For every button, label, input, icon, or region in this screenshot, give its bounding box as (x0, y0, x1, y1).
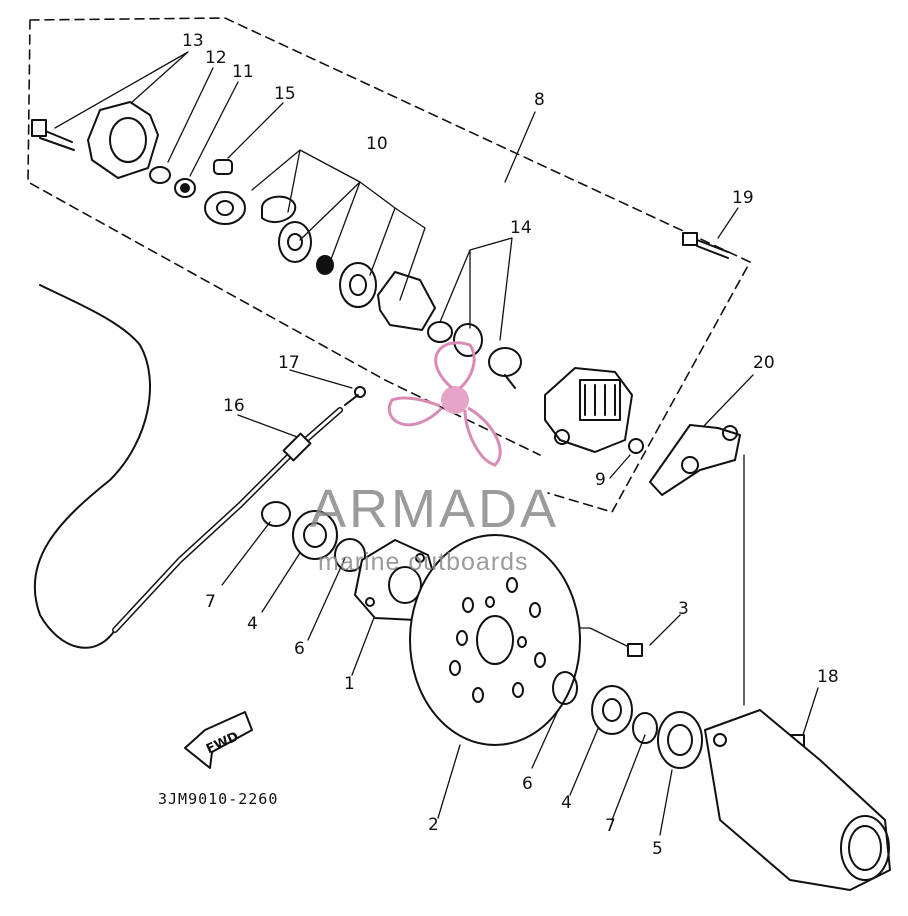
part-9-bleed-screw (628, 438, 644, 454)
callout-7-left: 7 (205, 592, 216, 612)
callout-7-right: 7 (605, 816, 616, 836)
part-8-caliper-body (544, 367, 633, 453)
callout-4-left: 4 (247, 614, 258, 634)
callout-20: 20 (753, 353, 775, 373)
part-14-pistons (427, 321, 522, 389)
callout-16: 16 (223, 396, 245, 416)
part-3-bolt (627, 643, 643, 657)
fwd-arrow-icon (184, 711, 253, 769)
callout-5: 5 (652, 839, 663, 859)
part-19-bolt (682, 232, 729, 259)
part-15-pin (213, 159, 233, 175)
part-10-seal-kit (204, 191, 436, 331)
part-2-brake-disc (409, 534, 581, 746)
callout-14: 14 (510, 218, 532, 238)
part-16-brake-cable (33, 284, 359, 649)
callout-6-right: 6 (522, 774, 533, 794)
callout-1: 1 (344, 674, 355, 694)
part-20-bracket (649, 424, 741, 496)
drawing-code: 3JM9010-2260 (158, 790, 279, 808)
right-seal-bearing-group (552, 671, 703, 769)
callout-10: 10 (366, 134, 388, 154)
callout-15: 15 (274, 84, 296, 104)
part-11-piston (174, 178, 196, 198)
watermark-brand: ARMADA (310, 479, 560, 539)
callout-4-right: 4 (561, 793, 572, 813)
left-seal-bearing-group (261, 501, 366, 572)
callout-13: 13 (182, 31, 204, 51)
callout-12: 12 (205, 48, 227, 68)
callout-9: 9 (595, 470, 606, 490)
callout-19: 19 (732, 188, 754, 208)
watermark-tagline: marine outboards (318, 548, 529, 576)
callout-18: 18 (817, 667, 839, 687)
part-13-bolt (31, 119, 75, 151)
callout-3: 3 (678, 599, 689, 619)
callout-17: 17 (278, 353, 300, 373)
callout-11: 11 (232, 62, 254, 82)
watermark-propeller-logo (387, 341, 502, 467)
callout-8: 8 (534, 90, 545, 110)
axle-housing (704, 709, 891, 891)
caliper-cover (87, 101, 171, 184)
part-17-screw (354, 386, 366, 398)
assembly-boundary-dashed (27, 17, 751, 513)
callout-2: 2 (428, 815, 439, 835)
callout-6-left: 6 (294, 639, 305, 659)
